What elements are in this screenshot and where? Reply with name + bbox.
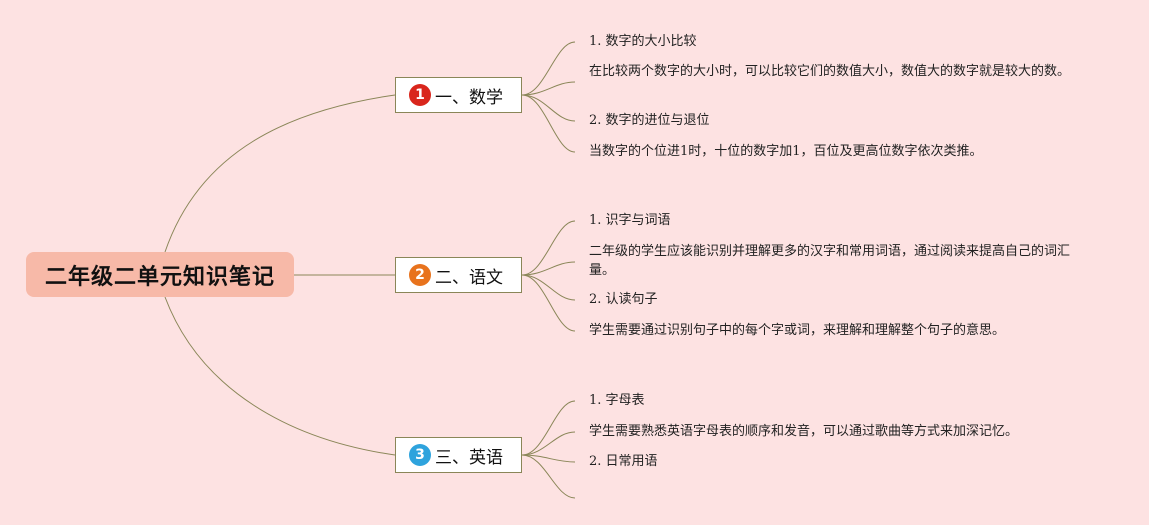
leaf-chinese-desc-1[interactable]: 二年级的学生应该能识别并理解更多的汉字和常用词语，通过阅读来提高自己的词汇量。 [589,244,1071,278]
leaf-math-title-2[interactable]: 2. 数字的进位与退位 [589,113,710,128]
leaf-chinese-desc-2[interactable]: 学生需要通过识别句子中的每个字或词，来理解和理解整个句子的意思。 [589,323,1006,338]
branch-label: 三、英语 [435,447,503,468]
number-badge-icon: 1 [409,84,431,106]
link-b2-leaf-3 [521,274,576,301]
number-badge-icon: 2 [409,264,431,286]
leaf-chinese-title-2[interactable]: 2. 认读句子 [589,292,658,307]
link-b1-leaf-2 [521,81,576,96]
leaf-english-title-2[interactable]: 2. 日常用语 [589,454,658,469]
link-b2-leaf-2 [521,261,576,276]
link-b1-leaf-1 [521,41,576,96]
leaf-english-title-1[interactable]: 1. 字母表 [589,393,645,408]
link-b3-leaf-2 [521,431,576,456]
root-topic-label: 二年级二单元知识笔记 [44,264,275,290]
link-b2-leaf-4 [521,274,576,332]
link-b1-leaf-4 [521,94,576,153]
branch-chinese[interactable]: 2 二、语文 [395,257,522,293]
number-badge-icon: 3 [409,444,431,466]
link-root-branch-3 [164,296,396,456]
leaf-math-desc-2[interactable]: 当数字的个位进1时，十位的数字加1，百位及更高位数字依次类推。 [589,144,983,159]
link-b1-leaf-3 [521,94,576,122]
branch-label: 二、语文 [435,267,503,288]
branch-label: 一、数学 [435,87,503,108]
link-b3-leaf-4 [521,454,576,499]
branch-math[interactable]: 1 一、数学 [395,77,522,113]
link-root-branch-1 [164,94,396,253]
leaf-english-desc-1[interactable]: 学生需要熟悉英语字母表的顺序和发音，可以通过歌曲等方式来加深记忆。 [589,424,1019,439]
link-b2-leaf-1 [521,220,576,276]
leaf-math-title-1[interactable]: 1. 数字的大小比较 [589,34,697,49]
branch-english[interactable]: 3 三、英语 [395,437,522,473]
root-topic[interactable]: 二年级二单元知识笔记 [26,252,294,297]
leaf-math-desc-1[interactable]: 在比较两个数字的大小时，可以比较它们的数值大小，数值大的数字就是较大的数。 [589,64,1071,79]
leaf-chinese-title-1[interactable]: 1. 识字与词语 [589,213,671,228]
link-b3-leaf-3 [521,454,576,463]
link-b3-leaf-1 [521,400,576,456]
